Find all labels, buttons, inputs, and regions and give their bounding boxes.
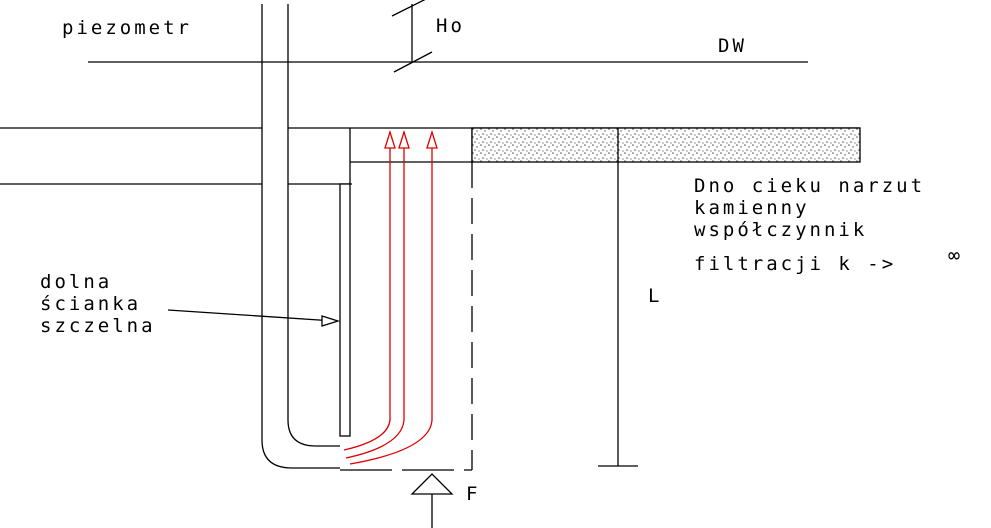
length-line xyxy=(598,128,638,467)
arrow-head-2 xyxy=(398,129,410,149)
flow-line-2 xyxy=(345,138,405,459)
head-label: Ho xyxy=(436,15,465,37)
sealed-wall xyxy=(339,183,351,437)
arrow-head-1 xyxy=(384,129,396,149)
flow-lines xyxy=(343,138,433,465)
force-label: F xyxy=(466,483,480,505)
water-level-label: DW xyxy=(718,35,747,57)
bed-label-line-4: filtracji k -> xyxy=(694,253,896,275)
force-arrow xyxy=(410,473,454,528)
flow-line-1 xyxy=(343,138,391,451)
sample-container xyxy=(340,128,473,471)
bed-label-line-1: Dno cieku narzut xyxy=(694,175,925,197)
flow-arrowheads xyxy=(384,129,438,149)
gravel-bed xyxy=(471,127,861,163)
wall-leader-arrow xyxy=(167,309,341,327)
arrow-head-3 xyxy=(426,129,438,149)
infinity-symbol: ∞ xyxy=(948,243,960,267)
head-dimension xyxy=(391,0,433,73)
bed-label-line-3: współczynnik xyxy=(694,219,867,241)
piezometer-label: piezometr xyxy=(62,17,192,39)
length-label: L xyxy=(648,285,662,307)
wall-label-line-1: dolna xyxy=(40,271,112,293)
piezometer-tube xyxy=(261,4,340,469)
wall-label-line-3: szczelna xyxy=(40,315,156,337)
wall-label-line-2: ścianka xyxy=(40,293,141,315)
bed-label-line-2: kamienny xyxy=(694,197,810,219)
flow-line-3 xyxy=(349,138,433,465)
